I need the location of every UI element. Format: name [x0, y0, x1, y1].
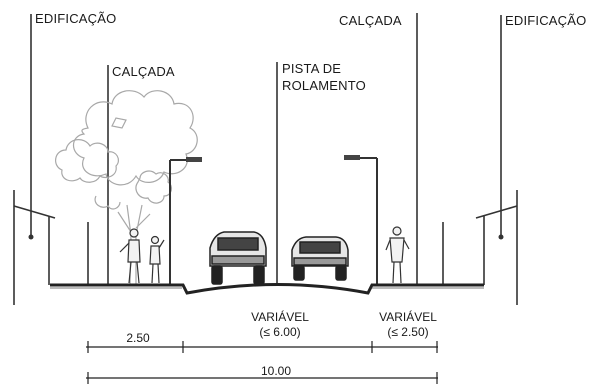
- label-roadway-line1: PISTA DE: [282, 61, 342, 76]
- dimension-line-upper: [86, 341, 438, 353]
- street-lamp-left-icon: [169, 159, 200, 285]
- lamp-head-left: [186, 157, 202, 162]
- label-building-right: EDIFICAÇÃO: [505, 13, 587, 28]
- building-left-marker: [28, 234, 34, 240]
- label-roadway-line2: ROLAMENTO: [282, 78, 366, 93]
- pedestrian-right-icon: [385, 226, 410, 284]
- dimension-line-total: [86, 372, 438, 384]
- ground-section-line: [50, 283, 484, 295]
- dim-roadway-line2: (≤ 6.00): [259, 325, 301, 339]
- lamp-head-right: [344, 155, 360, 160]
- dim-sidewalk-right-line1: VARIÁVEL: [379, 310, 437, 324]
- label-sidewalk-right: CALÇADA: [339, 13, 402, 28]
- dim-sidewalk-right-line2: (≤ 2.50): [387, 325, 429, 339]
- building-right-marker: [498, 234, 504, 240]
- label-building-left: EDIFICAÇÃO: [35, 11, 117, 26]
- dim-total: 10.00: [260, 364, 292, 378]
- tree-icon: [55, 90, 198, 286]
- dim-sidewalk-left: 2.50: [126, 331, 150, 345]
- pedestrian-child-icon: [149, 235, 165, 284]
- car-left-icon: [209, 231, 267, 285]
- building-right-icon: [442, 190, 518, 305]
- dim-roadway-line1: VARIÁVEL: [251, 310, 309, 324]
- street-lamp-right-icon: [347, 157, 378, 285]
- building-left-icon: [13, 190, 89, 305]
- car-right-icon: [291, 236, 349, 281]
- pedestrian-left-icon: [119, 228, 141, 284]
- label-sidewalk-left: CALÇADA: [112, 64, 175, 79]
